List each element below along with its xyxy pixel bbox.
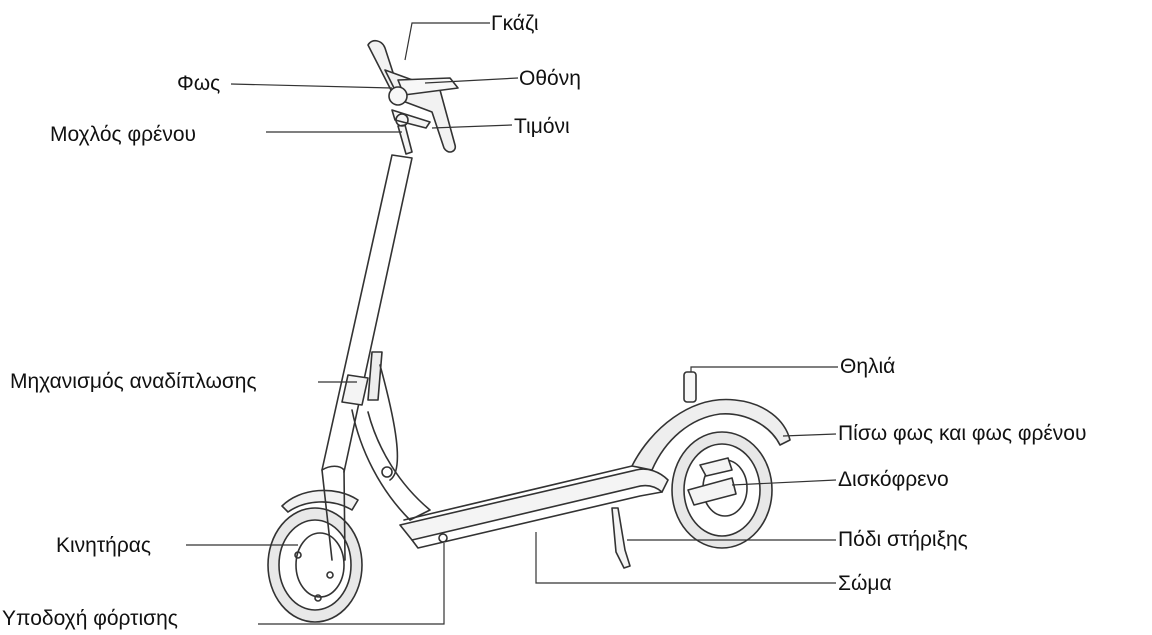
label-throttle: Γκάζι (491, 12, 539, 35)
folding-collar (341, 374, 369, 406)
label-disc-brake: Δισκόφρενο (838, 468, 949, 491)
leader-throttle (404, 22, 490, 61)
leader-rear-light (782, 433, 837, 437)
stem (321, 154, 413, 473)
label-brake-lever: Μοχλός φρένου (50, 123, 197, 146)
rear-fender (631, 398, 791, 471)
disc-brake-caliper (687, 477, 737, 506)
charge-port-dot (438, 533, 448, 543)
label-folding-mechanism: Μηχανισμός αναδίπλωσης (10, 370, 257, 393)
label-charging-port: Υποδοχή φόρτισης (2, 607, 178, 630)
label-body: Σώμα (838, 572, 892, 595)
headlight-lamp (388, 86, 408, 106)
hook-rect (683, 371, 697, 403)
label-handlebar: Τιμόνι (514, 115, 570, 138)
kickstand-shape (611, 507, 631, 569)
label-hook: Θηλιά (840, 355, 896, 378)
leader-headlight (230, 83, 393, 89)
leader-hook (690, 366, 838, 372)
deck (399, 468, 669, 541)
leader-charging (258, 543, 445, 625)
label-motor: Κινητήρας (56, 534, 152, 557)
label-display: Οθόνη (519, 67, 581, 90)
leader-display (424, 77, 519, 84)
label-kickstand: Πόδι στήριξης (838, 528, 968, 551)
neck-frame (351, 409, 431, 521)
leader-handlebar (431, 124, 513, 129)
front-fender (281, 489, 359, 513)
front-fork (321, 465, 346, 561)
leader-disc-brake (731, 479, 837, 486)
label-rear-light: Πίσω φως και φως φρένου (838, 422, 1087, 445)
label-headlight: Φως (177, 72, 221, 95)
leader-body (535, 532, 836, 584)
front-wheel (267, 507, 363, 623)
